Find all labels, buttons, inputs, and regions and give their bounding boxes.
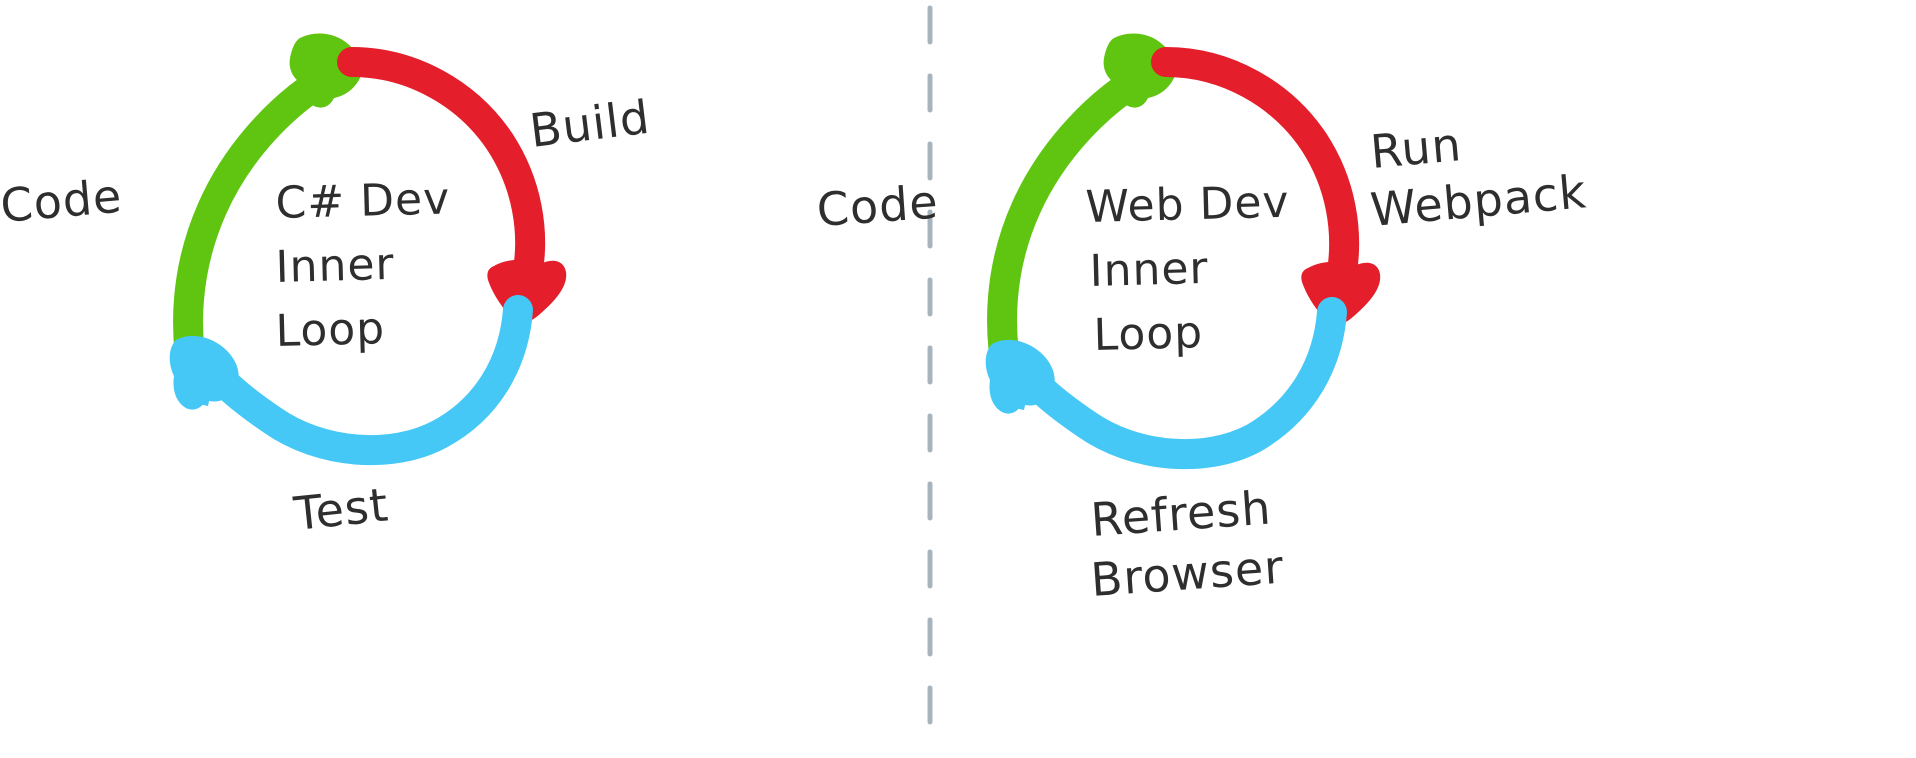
webdev-center-line-1: Web Dev — [1085, 177, 1290, 233]
webdev-code-label: Code — [815, 175, 940, 237]
csharp-center-line-2: Inner — [275, 239, 395, 293]
test-arc-path — [1023, 297, 1347, 470]
test-arrowhead-tail — [178, 372, 212, 406]
test-arc-path — [209, 295, 533, 466]
csharp-center-line-3: Loop — [275, 303, 386, 357]
code-arc-path — [173, 59, 349, 405]
code-arc-path — [987, 59, 1163, 403]
webdev-test-label-line-2: Browser — [1089, 540, 1286, 607]
csharp-test-label: Test — [291, 477, 392, 541]
webdev-center-line-2: Inner — [1089, 243, 1209, 297]
test-arrow-blue-right — [985, 297, 1347, 470]
diagram-web-dev-inner-loop: Web Dev Inner Loop Code Run Webpack Refr… — [815, 33, 1589, 607]
csharp-code-label: Code — [0, 169, 124, 233]
code-arrowhead-tail — [1112, 80, 1136, 104]
csharp-build-label: Build — [527, 90, 653, 158]
build-arc-path — [1151, 47, 1360, 287]
code-arrowhead-tail — [298, 80, 322, 104]
webdev-center-line-3: Loop — [1093, 307, 1204, 361]
test-arrowhead-tail — [994, 376, 1028, 410]
webdev-build-label-line-1: Run — [1368, 117, 1464, 179]
diagram-csharp-dev-inner-loop: C# Dev Inner Loop Code Build Test — [0, 33, 653, 541]
csharp-center-line-1: C# Dev — [275, 173, 451, 229]
webdev-test-label-line-1: Refresh — [1089, 480, 1273, 546]
build-arc-path — [337, 47, 546, 285]
test-arrow-blue-left — [169, 295, 533, 466]
